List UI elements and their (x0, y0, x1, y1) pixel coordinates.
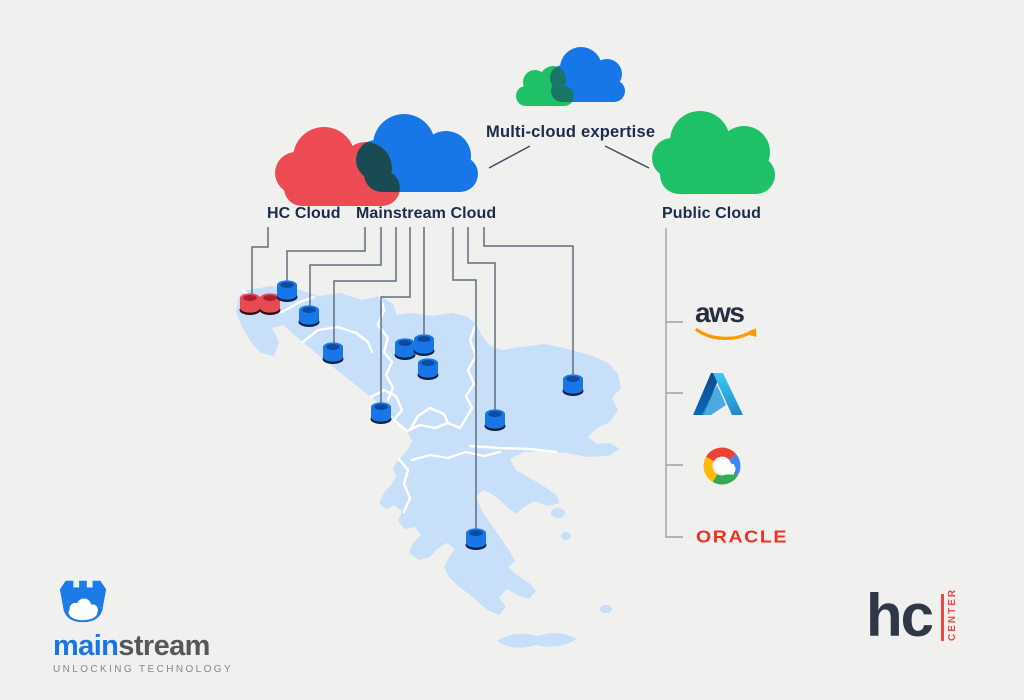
hc-center-wordmark: hc (866, 582, 934, 649)
aws-wordmark: aws (695, 297, 745, 328)
mainstream-word-stream: stream (118, 630, 210, 662)
public-cloud-icon (652, 111, 775, 194)
oracle-logo: ORACLE (696, 527, 788, 547)
datacenter-marker-mainstream (276, 280, 298, 302)
hc-cloud-label: HC Cloud (267, 205, 341, 222)
connector-ms-2 (309, 227, 382, 309)
aws-logo: aws (695, 297, 761, 343)
datacenter-marker-mainstream (484, 409, 506, 431)
datacenter-marker-mainstream (322, 342, 344, 364)
datacenter-marker-mainstream (370, 402, 392, 424)
mainstream-cloud-label: Mainstream Cloud (356, 205, 497, 222)
map-island (551, 508, 565, 518)
map-island (561, 532, 571, 540)
mainstream-cloud-icon (356, 114, 478, 192)
balkans-map (236, 286, 621, 648)
multicloud-blue-cloud-icon (550, 47, 625, 102)
public-cloud-bracket (665, 228, 683, 538)
mainstream-word-main: main (53, 630, 119, 662)
aws-smile-icon (695, 327, 757, 340)
connector-ms-8 (483, 227, 574, 378)
hc-center-divider (941, 594, 945, 641)
datacenter-marker-mainstream (298, 305, 320, 327)
map-island (543, 496, 551, 502)
connector-ms-4 (380, 227, 411, 406)
mainstream-crown-icon (59, 580, 107, 623)
connector-ms-1 (286, 227, 366, 284)
mainstream-tagline: UNLOCKING TECHNOLOGY (53, 664, 234, 675)
datacenter-marker-mainstream (562, 374, 584, 396)
map-island-crete (497, 633, 577, 648)
datacenter-marker-hc (239, 293, 261, 315)
mainstream-logo: mainstream UNLOCKING TECHNOLOGY (53, 574, 234, 675)
public-cloud-label: Public Cloud (662, 205, 761, 222)
map-landmass (236, 286, 621, 615)
datacenter-marker-mainstream (465, 528, 487, 550)
connector-ms-3 (333, 227, 397, 346)
diagram-title: Multi-cloud expertise (486, 123, 656, 141)
mainstream-wordmark: mainstream (53, 630, 210, 662)
map-island (600, 605, 612, 613)
connector-ms-7 (467, 227, 496, 413)
datacenter-marker-mainstream (394, 338, 416, 360)
country-borders (241, 289, 558, 514)
connector-ms-6 (452, 227, 477, 532)
connector-lines (251, 227, 574, 532)
hc-center-vertical-text: CENTER (947, 587, 959, 641)
connector-hc-1 (251, 227, 269, 297)
title-pointer-lines (488, 145, 650, 169)
datacenter-marker-mainstream (417, 358, 439, 380)
google-cloud-icon (703, 447, 741, 485)
oracle-wordmark: ORACLE (696, 527, 788, 547)
hc-center-logo: hc CENTER (866, 582, 959, 649)
datacenter-marker-mainstream (413, 334, 435, 356)
azure-icon (693, 373, 743, 415)
